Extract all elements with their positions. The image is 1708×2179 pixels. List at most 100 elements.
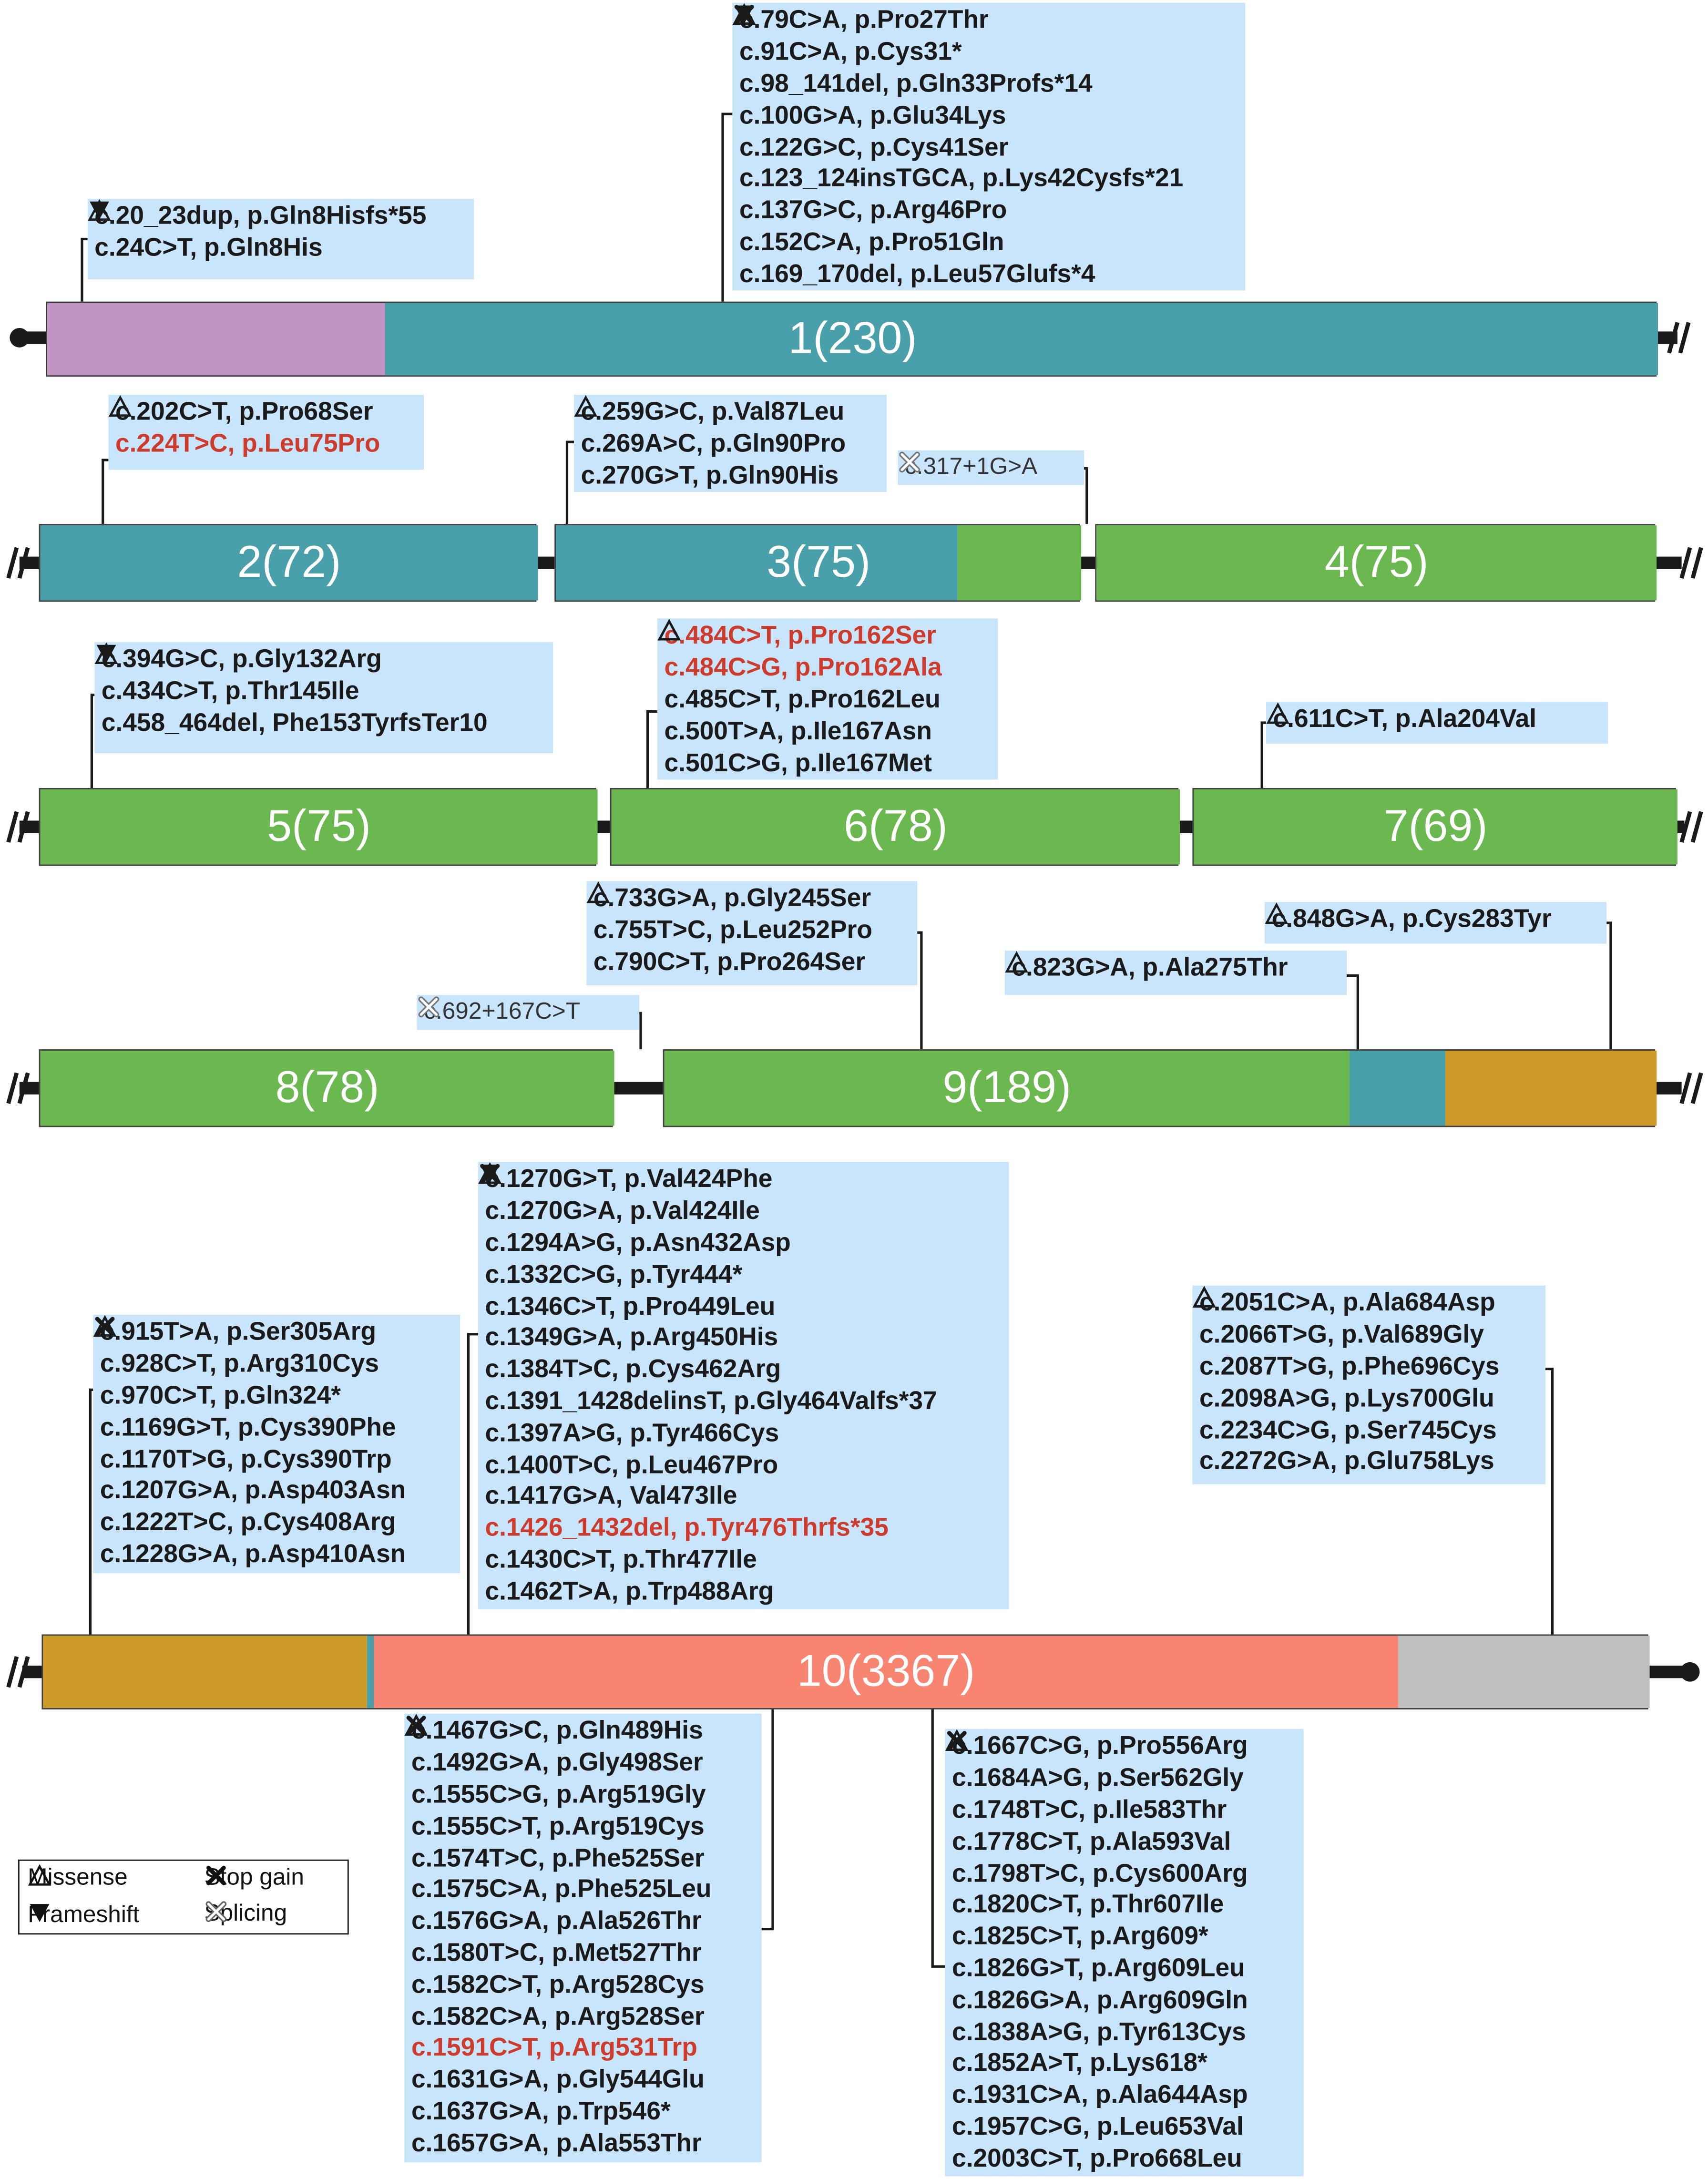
mutation-text: c.152C>A, p.Pro51Gln (739, 226, 1004, 256)
exon-segment-pink (47, 303, 385, 376)
mutation-entry: c.1222T>C, p.Cys408Arg (93, 1315, 453, 1538)
legend-missense: Missense (28, 1864, 127, 1892)
pointer-line (102, 459, 109, 524)
exon-label: 5(75) (267, 800, 371, 851)
triangle-outline-icon (478, 1162, 501, 1184)
mutation-text: c.1391_1428delinsT, p.Gly464Valfs*37 (485, 1385, 937, 1415)
mutation-entry: c.394G>C, p.Gly132Arg (94, 642, 546, 675)
mutation-entry: c.928C>T, p.Arg310Cys (93, 1315, 453, 1379)
mutation-entry: c.98_141del, p.Gln33Profs*14 (734, 5, 1238, 99)
mutation-text: c.1467G>C, p.Gln489His (411, 1715, 703, 1745)
splice-cross-icon (205, 1901, 227, 1922)
mutation-entry: c.1667C>G, p.Pro556Arg (945, 1729, 1297, 1762)
exon-segment-green (664, 1051, 1350, 1126)
exon-8: 8(78) (39, 1049, 614, 1127)
mutation-entry: c.1555C>T, p.Arg519Cys (404, 1714, 755, 1841)
mutation-entry: c.1430C>T, p.Thr477Ile (478, 1162, 1002, 1575)
mutation-entry: c.1207G>A, p.Asp403Asn (93, 1315, 453, 1506)
mutation-text: c.1426_1432del, p.Tyr476Thrfs*35 (485, 1512, 889, 1542)
mutation-text: c.848G>A, p.Cys283Tyr (1271, 904, 1552, 933)
triangle-outline-icon (88, 199, 111, 221)
mutation-text: c.2051C>A, p.Ala684Asp (1199, 1287, 1495, 1317)
pointer-line (639, 1012, 642, 1050)
break-mark (6, 811, 19, 843)
legend: Missense Frameshift Stop gain Splicing (18, 1859, 349, 1935)
mutation-entry: c.2051C>A, p.Ala684Asp (1192, 1286, 1538, 1319)
annotation-exon7: c.611C>T, p.Ala204Val (1266, 702, 1608, 744)
mutation-text: c.91C>A, p.Cys31* (739, 36, 962, 66)
mutation-entry: c.848G>A, p.Cys283Tyr (1265, 902, 1600, 935)
exon-label: 3(75) (767, 536, 871, 587)
mutation-entry: c.1576G>A, p.Ala526Thr (404, 1714, 755, 1936)
mutation-text: c.1384T>C, p.Cys462Arg (485, 1354, 781, 1383)
mutation-text: c.1657G>A, p.Ala553Thr (411, 2127, 702, 2157)
mutation-entry: c.100G>A, p.Glu34Lys (732, 3, 1238, 131)
mutation-text: c.484C>T, p.Pro162Ser (664, 620, 936, 650)
mutation-text: c.1270G>T, p.Val424Phe (485, 1164, 773, 1193)
pointer-line (721, 113, 733, 302)
mutation-entry: c.1684A>G, p.Ser562Gly (945, 1729, 1297, 1793)
annotation-intron8-splice: c.692+167C>T (417, 995, 640, 1030)
break-mark (17, 1656, 30, 1688)
mutation-entry: c.1346C>T, p.Pro449Leu (478, 1162, 1002, 1321)
break-mark (1690, 811, 1703, 843)
exon-segment-teal (556, 525, 958, 601)
mutation-entry: c.1384T>C, p.Cys462Arg (478, 1162, 1002, 1385)
mutation-entry: c.202C>T, p.Pro68Ser (108, 395, 417, 428)
mutation-entry: c.611C>T, p.Ala204Val (1266, 702, 1601, 735)
mutation-text: c.2098A>G, p.Lys700Glu (1199, 1382, 1494, 1412)
mutation-entry: c.970C>T, p.Gln324* (95, 1317, 453, 1411)
exon-segment-green (40, 789, 598, 865)
exon-label: 7(69) (1383, 800, 1488, 851)
triangle-outline-icon (28, 1864, 51, 1886)
mutation-entry: c.123_124insTGCA, p.Lys42Cysfs*21 (732, 3, 1238, 194)
pointer-line (761, 1709, 774, 1931)
mutation-text: c.970C>T, p.Gln324* (100, 1380, 341, 1410)
mutation-entry: c.1852A>T, p.Lys618* (945, 1729, 1297, 2078)
exon-segment-gray (1398, 1636, 1650, 1708)
mutation-text: c.394G>C, p.Gly132Arg (101, 644, 382, 674)
annotation-exon9-b: c.823G>A, p.Ala275Thr (1004, 951, 1347, 995)
mutation-text: c.1798T>C, p.Cys600Arg (952, 1857, 1248, 1887)
mutation-entry: c.1397A>G, p.Tyr466Cys (478, 1162, 1002, 1448)
mutation-entry: c.790C>T, p.Pro264Ser (586, 881, 910, 977)
mutation-text: c.1826G>T, p.Arg609Leu (952, 1953, 1245, 1982)
mutation-entry: c.1798T>C, p.Cys600Arg (945, 1729, 1297, 1889)
mutation-entry: c.137G>C, p.Arg46Pro (732, 3, 1238, 226)
pointer-line (565, 440, 574, 524)
pointer-line (89, 1388, 93, 1635)
triangle-outline-icon (1266, 702, 1290, 724)
break-mark (1679, 1072, 1692, 1104)
mutation-entry: c.484C>G, p.Pro162Ala (657, 619, 991, 683)
mutation-entry: c.1931C>A, p.Ala644Asp (945, 1729, 1297, 2110)
mutation-text: c.823G>A, p.Ala275Thr (1012, 952, 1288, 982)
mutation-entry: c.1169G>T, p.Cys390Phe (93, 1315, 453, 1442)
mutation-text: c.915T>A, p.Ser305Arg (100, 1317, 377, 1346)
pointer-line (917, 931, 923, 1050)
mutation-entry: c.1575C>A, p.Phe525Leu (404, 1714, 755, 1905)
mutation-entry: c.1826G>T, p.Arg609Leu (945, 1729, 1297, 1984)
mutation-entry: c.1574T>C, p.Phe525Ser (404, 1714, 755, 1873)
mutation-text: c.1228G>A, p.Asp410Asn (100, 1538, 406, 1568)
break-mark (17, 547, 30, 579)
mutation-entry: c.1270G>A, p.Val424Ile (478, 1162, 1002, 1227)
mutation-entry: c.122G>C, p.Cys41Ser (732, 3, 1238, 163)
exon-7: 7(69) (1192, 788, 1677, 866)
exon-5: 5(75) (39, 788, 598, 866)
mutation-text: c.169_170del, p.Leu57Glufs*4 (739, 258, 1095, 287)
triangle-outline-icon (1005, 951, 1028, 973)
pointer-line (646, 710, 657, 788)
mutation-entry: c.2066T>G, p.Val689Gly (1192, 1286, 1538, 1350)
pointer-line (1260, 721, 1266, 788)
mutation-text: c.1820C>T, p.Thr607Ile (952, 1889, 1224, 1919)
mutation-text: c.1931C>A, p.Ala644Asp (952, 2079, 1248, 2109)
triangle-filled-icon (734, 5, 754, 24)
mutation-text: c.1349G>A, p.Arg450His (485, 1322, 778, 1351)
mutation-text: c.1270G>A, p.Val424Ile (485, 1195, 760, 1225)
